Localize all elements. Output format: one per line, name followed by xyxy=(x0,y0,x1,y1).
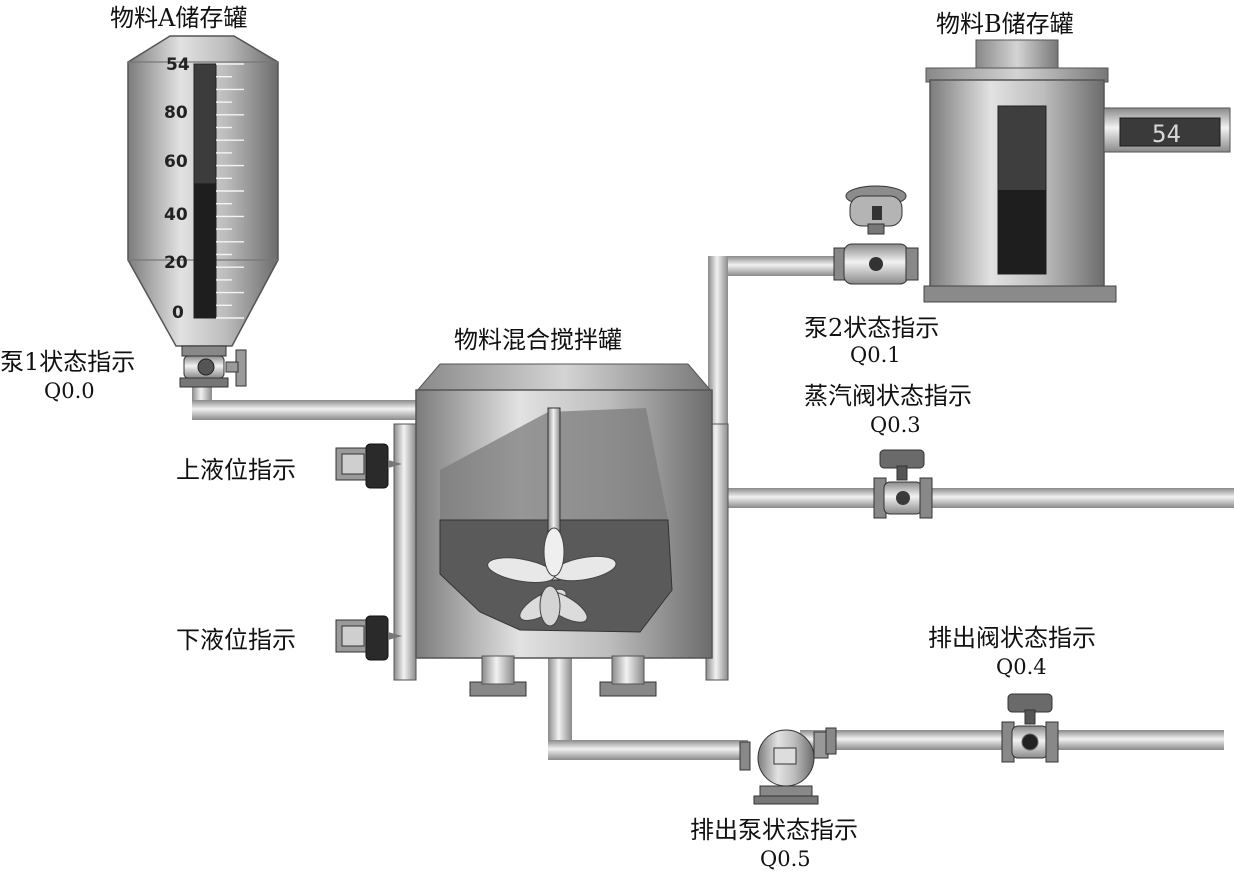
mixer-title: 物料混合搅拌罐 xyxy=(454,326,622,354)
tank-b-display-value: 54 xyxy=(1152,120,1181,148)
drain-valve[interactable] xyxy=(1001,693,1059,763)
tank-a-tick-labels: 54 80 60 40 20 0 xyxy=(164,55,190,323)
drain-valve-indicator-icon xyxy=(1021,733,1039,751)
drain-pump[interactable] xyxy=(739,727,837,805)
upper-level-sensor[interactable] xyxy=(335,443,402,489)
tank-a-tick-label: 0 xyxy=(172,303,184,323)
drain-valve-address: Q0.4 xyxy=(996,655,1047,679)
pump2-label: 泵2状态指示 xyxy=(804,314,939,342)
tank-a-tick-label: 20 xyxy=(164,253,188,273)
drain-pump-address: Q0.5 xyxy=(760,847,811,871)
pump2-address: Q0.1 xyxy=(850,343,901,367)
tank-a-tick-label: 80 xyxy=(164,103,188,123)
pump1-address: Q0.0 xyxy=(44,379,95,403)
steam-valve-indicator-icon xyxy=(896,491,910,505)
tank-a-scale xyxy=(216,63,244,319)
pump2-indicator-icon xyxy=(869,257,883,271)
pump2-valve[interactable] xyxy=(833,185,919,285)
tank-a-tick-label: 40 xyxy=(164,205,188,225)
tank-b-neck xyxy=(975,39,1059,71)
pump1-label: 泵1状态指示 xyxy=(0,348,135,376)
tank-a-title: 物料A储存罐 xyxy=(110,4,247,32)
tank-b-digital-display xyxy=(1119,117,1221,147)
tank-a-level-fill xyxy=(194,183,216,318)
tank-a-tick-label: 60 xyxy=(164,152,188,172)
pump1[interactable] xyxy=(179,345,247,388)
steam-valve-label: 蒸汽阀状态指示 xyxy=(804,382,972,410)
mixer-tank: 物料混合搅拌罐 xyxy=(393,326,729,697)
upper-level-label: 上液位指示 xyxy=(176,456,296,484)
pipe-b-horizontal xyxy=(708,256,840,276)
mixer-lid xyxy=(414,363,714,393)
drain-pump-label: 排出泵状态指示 xyxy=(690,816,858,844)
tank-a: 54 80 60 40 20 0 物料A储存罐 xyxy=(110,4,279,347)
pipe-b-down xyxy=(708,256,728,432)
steam-valve[interactable] xyxy=(873,449,933,519)
steam-valve-address: Q0.3 xyxy=(870,413,921,437)
pipe-drain-to-pump xyxy=(548,740,748,760)
mixer-impeller-icon xyxy=(487,527,617,627)
lower-level-label: 下液位指示 xyxy=(176,626,296,654)
drain-valve-label: 排出阀状态指示 xyxy=(928,624,1096,652)
lower-level-sensor[interactable] xyxy=(335,615,402,661)
tank-b: 54 物料B储存罐 xyxy=(923,10,1231,303)
mixer-post-left xyxy=(393,423,417,681)
tank-b-title: 物料B储存罐 xyxy=(936,10,1074,38)
tank-b-level-fill xyxy=(998,190,1046,274)
pipe-a-horizontal xyxy=(192,400,420,420)
drain-pump-window-icon xyxy=(773,747,797,765)
pipe-steam xyxy=(728,488,1234,508)
pump1-rotor-icon xyxy=(197,358,215,376)
tank-a-tick-label: 54 xyxy=(166,55,190,75)
